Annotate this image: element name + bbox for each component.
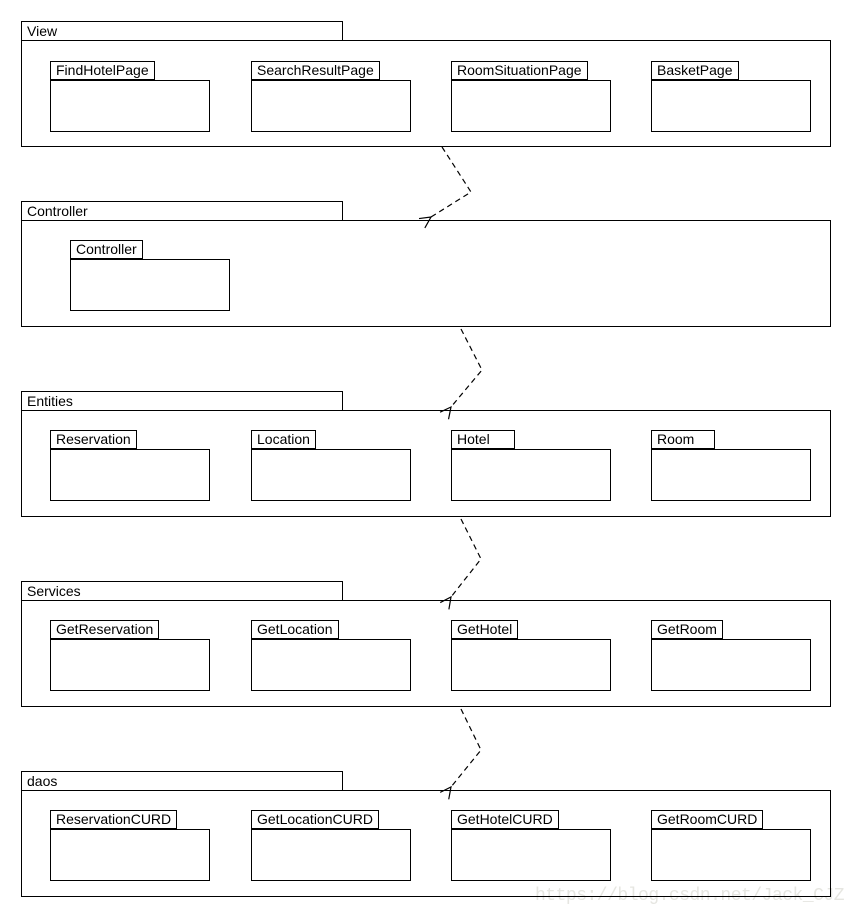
package-body xyxy=(70,259,230,311)
package-gethotel: GetHotel xyxy=(451,620,611,691)
package-label: GetRoomCURD xyxy=(657,811,758,827)
package-tab: GetLocationCURD xyxy=(251,810,379,829)
package-label: GetHotelCURD xyxy=(457,811,553,827)
package-label: Room xyxy=(657,431,695,447)
package-getroomcurd: GetRoomCURD xyxy=(651,810,811,881)
dependency-arrow-controller-entities xyxy=(439,328,483,420)
package-reservation: Reservation xyxy=(50,430,210,501)
package-tab: GetHotel xyxy=(451,620,519,639)
layer-tab-services: Services xyxy=(21,581,343,601)
package-body xyxy=(50,449,210,501)
package-tab: GetLocation xyxy=(251,620,339,639)
package-basketpage: BasketPage xyxy=(651,61,811,132)
package-tab: BasketPage xyxy=(651,61,739,80)
package-label: Location xyxy=(257,431,310,447)
package-label: Hotel xyxy=(457,431,490,447)
layer-title: View xyxy=(27,23,58,39)
package-label: GetHotel xyxy=(457,621,513,637)
layer-tab-entities: Entities xyxy=(21,391,343,411)
package-body xyxy=(251,639,411,691)
package-body xyxy=(651,80,811,132)
package-location: Location xyxy=(251,430,411,501)
layer-tab-daos: daos xyxy=(21,771,343,791)
package-label: GetReservation xyxy=(56,621,154,637)
package-tab: Controller xyxy=(70,240,143,259)
package-label: RoomSituationPage xyxy=(457,62,582,78)
package-body xyxy=(50,829,210,881)
watermark: https://blog.csdn.net/Jack_CJZ xyxy=(535,886,845,906)
package-tab: Location xyxy=(251,430,316,449)
package-label: Controller xyxy=(76,241,137,257)
package-body xyxy=(50,80,210,132)
package-gethotelcurd: GetHotelCURD xyxy=(451,810,611,881)
package-body xyxy=(251,829,411,881)
dependency-arrow-services-daos xyxy=(439,708,482,800)
package-body xyxy=(451,80,611,132)
package-getlocation: GetLocation xyxy=(251,620,411,691)
package-tab: FindHotelPage xyxy=(50,61,155,80)
package-findhotelpage: FindHotelPage xyxy=(50,61,210,132)
package-tab: GetReservation xyxy=(50,620,160,639)
package-tab: GetRoom xyxy=(651,620,723,639)
package-tab: ReservationCURD xyxy=(50,810,178,829)
package-getroom: GetRoom xyxy=(651,620,811,691)
package-body xyxy=(251,449,411,501)
package-label: FindHotelPage xyxy=(56,62,149,78)
package-body xyxy=(651,449,811,501)
dependency-arrow-view-controller xyxy=(418,146,472,229)
layer-title: Controller xyxy=(27,203,88,219)
package-getlocationcurd: GetLocationCURD xyxy=(251,810,411,881)
package-tab: SearchResultPage xyxy=(251,61,380,80)
package-label: GetLocationCURD xyxy=(257,811,373,827)
package-body xyxy=(251,80,411,132)
package-body xyxy=(50,639,210,691)
package-body xyxy=(651,829,811,881)
package-hotel: Hotel xyxy=(451,430,611,501)
layer-title: Services xyxy=(27,583,81,599)
package-room: Room xyxy=(651,430,811,501)
dependency-arrow-entities-services xyxy=(439,518,482,610)
package-label: SearchResultPage xyxy=(257,62,374,78)
package-controller: Controller xyxy=(70,240,230,311)
package-getreservation: GetReservation xyxy=(50,620,210,691)
package-tab: GetHotelCURD xyxy=(451,810,559,829)
package-tab: RoomSituationPage xyxy=(451,61,588,80)
package-body xyxy=(451,639,611,691)
package-label: ReservationCURD xyxy=(56,811,172,827)
package-body xyxy=(451,449,611,501)
package-tab: Reservation xyxy=(50,430,137,449)
layer-title: daos xyxy=(27,773,58,789)
package-label: BasketPage xyxy=(657,62,733,78)
layer-tab-controller: Controller xyxy=(21,201,343,221)
package-body xyxy=(651,639,811,691)
package-tab: GetRoomCURD xyxy=(651,810,764,829)
package-label: GetRoom xyxy=(657,621,717,637)
package-tab: Room xyxy=(651,430,715,449)
layer-tab-view: View xyxy=(21,21,343,41)
package-body xyxy=(451,829,611,881)
package-roomsituationpage: RoomSituationPage xyxy=(451,61,611,132)
layer-title: Entities xyxy=(27,393,73,409)
package-searchresultpage: SearchResultPage xyxy=(251,61,411,132)
package-label: GetLocation xyxy=(257,621,333,637)
package-reservationcurd: ReservationCURD xyxy=(50,810,210,881)
package-tab: Hotel xyxy=(451,430,515,449)
package-label: Reservation xyxy=(56,431,131,447)
